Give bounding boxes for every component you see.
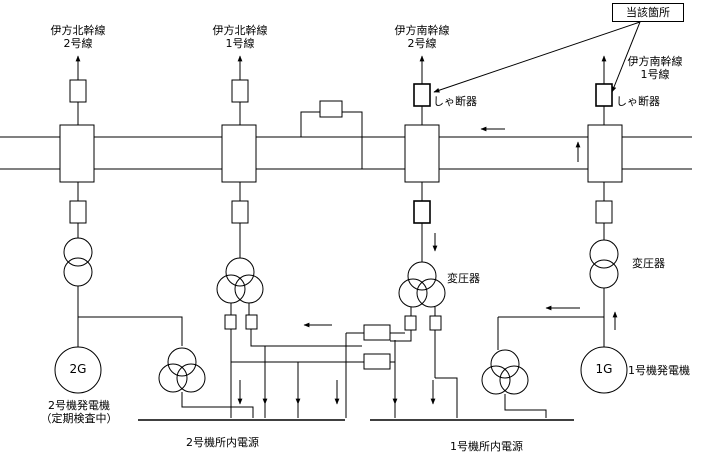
unit2-house-transformer xyxy=(158,346,346,418)
feeder-minami1 xyxy=(497,60,628,394)
line-label-minami1: 伊方南幹線 1号線 xyxy=(620,55,690,81)
gen1-circle xyxy=(580,346,628,394)
feeder-kita1 xyxy=(216,60,362,418)
breaker-label-minami2: しゃ断器 xyxy=(433,95,477,108)
unit1-house-transformer xyxy=(481,349,547,418)
transformer-label-minami2: 変圧器 xyxy=(447,272,480,285)
flow-arrows xyxy=(75,55,618,405)
line-label-minami2-number: 2号線 xyxy=(407,37,437,50)
line-label-kita2: 伊方北幹線 2号線 xyxy=(48,24,108,50)
line-label-kita2-number: 2号線 xyxy=(63,37,93,50)
tie-breakers xyxy=(345,324,405,418)
line-label-kita1-name: 伊方北幹線 xyxy=(212,24,268,37)
breaker-label-minami1: しゃ断器 xyxy=(616,95,660,108)
unit1-house-power-label: 1号機所内電源 xyxy=(450,440,523,453)
bus-tie-breaker xyxy=(300,100,363,169)
gen2-symbol-label: 2G xyxy=(69,362,87,376)
feeder-kita2 xyxy=(54,60,183,394)
transformer-label-minami1: 変圧器 xyxy=(632,257,665,270)
line-label-minami1-name: 伊方南幹線 xyxy=(627,55,683,68)
line-label-minami1-number: 1号線 xyxy=(640,68,670,81)
line-label-kita1: 伊方北幹線 1号線 xyxy=(210,24,270,50)
feeder-minami2 xyxy=(390,60,458,418)
unit2-house-power-label: 2号機所内電源 xyxy=(186,436,259,449)
gen1-symbol-label: 1G xyxy=(595,362,613,376)
gen1-caption: 1号機発電機 xyxy=(628,364,690,377)
callout-leaders xyxy=(433,21,641,93)
gen2-caption: 2号機発電機 （定期検査中） xyxy=(33,399,125,425)
line-label-kita1-number: 1号線 xyxy=(225,37,255,50)
affected-location-callout: 当該箇所 xyxy=(612,3,684,22)
line-label-minami2: 伊方南幹線 2号線 xyxy=(390,24,454,50)
line-label-minami2-name: 伊方南幹線 xyxy=(394,24,450,37)
gen2-circle xyxy=(54,346,102,394)
line-label-kita2-name: 伊方北幹線 xyxy=(50,24,106,37)
gen2-caption-status: （定期検査中） xyxy=(40,412,118,425)
gen2-caption-name: 2号機発電機 xyxy=(48,399,110,412)
